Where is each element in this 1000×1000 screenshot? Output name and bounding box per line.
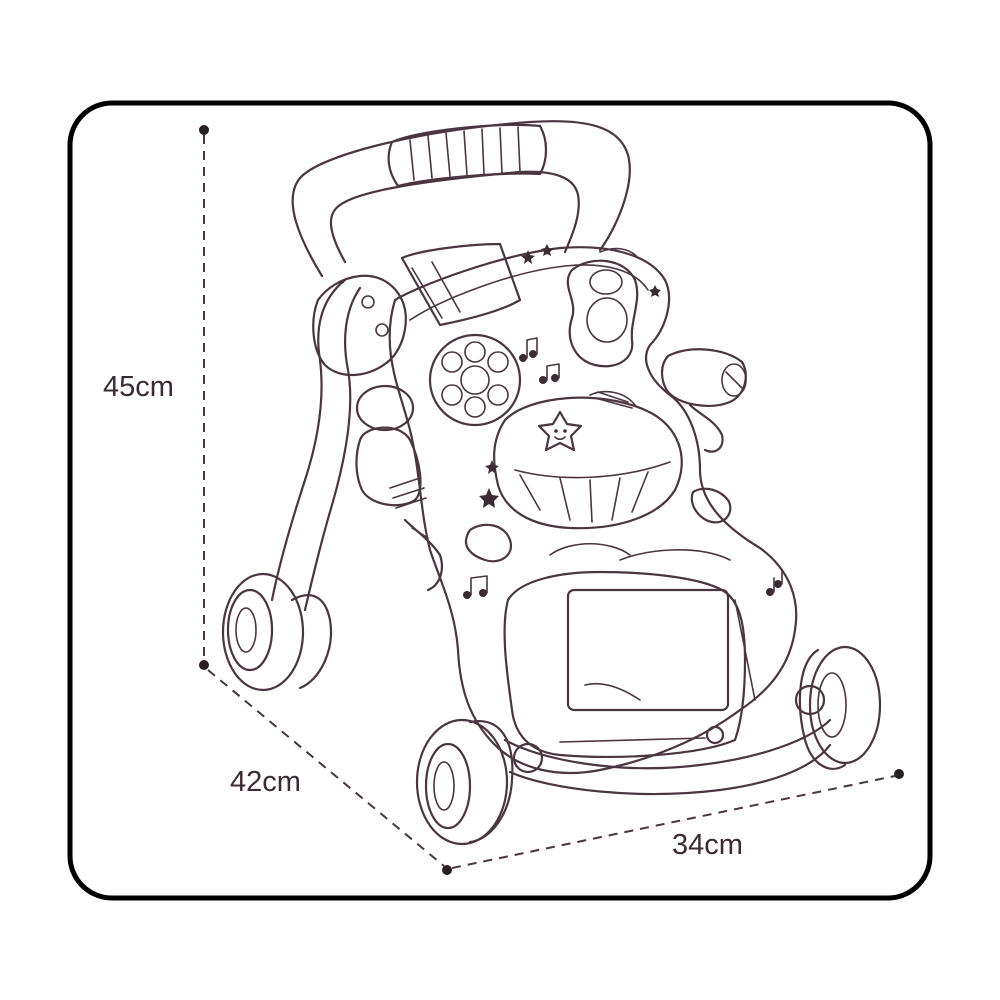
music-note-icon [766, 569, 783, 596]
height-label: 45cm [103, 371, 174, 403]
left-button-top [361, 295, 375, 309]
walker-body [388, 242, 798, 775]
star-icon [479, 488, 499, 508]
walker-left-frame [270, 274, 407, 612]
baby-walker-illustration [221, 120, 882, 846]
front-axle [503, 684, 832, 796]
width-right-dot [894, 769, 904, 779]
depth-dashed-line [207, 669, 445, 867]
decorations [463, 244, 783, 599]
star-icon [649, 285, 661, 297]
eraser-slider-knob [705, 725, 725, 745]
depth-front-dot [442, 865, 452, 875]
music-note-icon [519, 337, 538, 362]
music-note-icon [463, 575, 488, 599]
star-icon [541, 244, 553, 256]
front-right-wheel [798, 645, 882, 770]
width-label: 34cm [672, 829, 743, 861]
puzzle-shapes [464, 487, 732, 563]
smiley-star-icon [537, 410, 583, 452]
height-dimension: 45cm [103, 125, 209, 670]
drawing-board [503, 570, 756, 758]
rear-left-wheel [221, 572, 333, 692]
rotating-dial [428, 333, 522, 427]
width-dashed-line [451, 775, 896, 869]
side-bead-toy [355, 384, 444, 592]
height-bottom-dot [199, 660, 209, 670]
depth-dimension: 42cm [207, 669, 452, 875]
side-roller-toy [660, 348, 747, 453]
height-top-dot [199, 125, 209, 135]
frame-border [67, 100, 933, 901]
star-icon [485, 460, 499, 474]
drawing-screen [566, 588, 730, 712]
walker-handle [291, 120, 631, 278]
left-button-bottom [375, 323, 389, 337]
piano-keyboard [493, 390, 683, 530]
star-icon [521, 250, 535, 264]
music-note-icon [539, 363, 560, 384]
front-left-wheel [415, 718, 514, 846]
depth-label: 42cm [230, 766, 301, 798]
width-dimension: 34cm [451, 769, 904, 869]
